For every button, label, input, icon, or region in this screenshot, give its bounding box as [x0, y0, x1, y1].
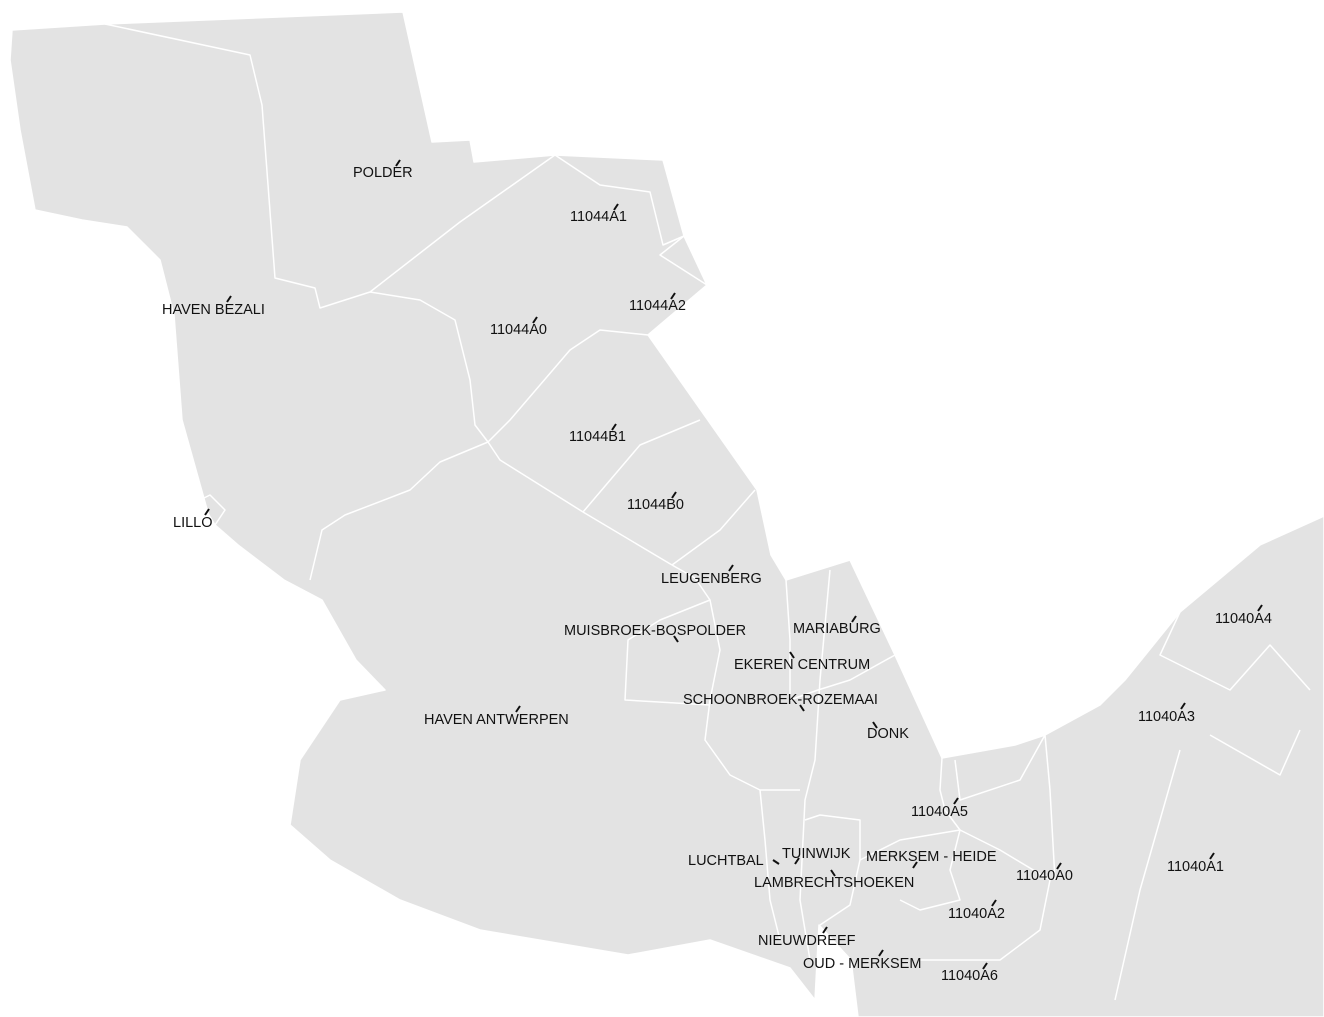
svg-text:NIEUWDREEF: NIEUWDREEF: [758, 933, 856, 949]
svg-text:11044B1: 11044B1: [569, 429, 626, 445]
district-label[interactable]: MUISBROEK-BOSPOLDER: [564, 623, 746, 643]
svg-text:LEUGENBERG: LEUGENBERG: [661, 571, 762, 587]
district-label[interactable]: TUINWIJK: [782, 846, 851, 865]
district-label[interactable]: 11040A2: [948, 899, 1005, 922]
svg-text:11044A0: 11044A0: [490, 322, 547, 338]
district-label[interactable]: 11040A4: [1215, 604, 1272, 627]
district-label[interactable]: LEUGENBERG: [661, 564, 762, 587]
svg-text:11044A1: 11044A1: [570, 209, 627, 225]
svg-text:EKEREN CENTRUM: EKEREN CENTRUM: [734, 657, 870, 673]
svg-text:11040A0: 11040A0: [1016, 868, 1073, 884]
district-label[interactable]: 11040A6: [941, 962, 998, 984]
svg-text:HAVEN BEZALI: HAVEN BEZALI: [162, 302, 265, 318]
svg-text:HAVEN ANTWERPEN: HAVEN ANTWERPEN: [424, 712, 569, 728]
svg-text:11040A3: 11040A3: [1138, 709, 1195, 725]
district-label[interactable]: HAVEN BEZALI: [162, 295, 265, 318]
svg-text:TUINWIJK: TUINWIJK: [782, 846, 851, 862]
district-label[interactable]: 11040A5: [911, 797, 968, 820]
district-label[interactable]: 11040A3: [1138, 702, 1195, 725]
svg-text:MARIABURG: MARIABURG: [793, 621, 881, 637]
svg-text:MERKSEM - HEIDE: MERKSEM - HEIDE: [866, 849, 997, 865]
svg-text:11040A4: 11040A4: [1215, 611, 1272, 627]
district-labels: POLDER HAVEN BEZALI 11044A1 11044A2 1104…: [162, 159, 1272, 984]
svg-text:11044A2: 11044A2: [629, 298, 686, 314]
district-label[interactable]: LILLO: [173, 508, 213, 531]
district-label[interactable]: DONK: [867, 721, 909, 742]
svg-text:11044B0: 11044B0: [627, 497, 684, 513]
svg-text:11040A1: 11040A1: [1167, 859, 1224, 875]
district-borders: [104, 23, 1311, 1001]
svg-text:11040A6: 11040A6: [941, 968, 998, 984]
district-label[interactable]: 11044A0: [490, 316, 547, 338]
district-label[interactable]: LUCHTBAL: [688, 853, 780, 869]
svg-text:POLDER: POLDER: [353, 165, 413, 181]
district-label[interactable]: 11044A1: [570, 203, 627, 225]
district-label[interactable]: EKEREN CENTRUM: [734, 651, 870, 673]
district-label[interactable]: MERKSEM - HEIDE: [866, 849, 997, 869]
district-label[interactable]: 11044B1: [569, 423, 626, 445]
district-label[interactable]: MARIABURG: [793, 615, 881, 637]
svg-text:DONK: DONK: [867, 726, 909, 742]
svg-text:LILLO: LILLO: [173, 515, 213, 531]
svg-text:OUD - MERKSEM: OUD - MERKSEM: [803, 956, 921, 972]
district-label[interactable]: HAVEN ANTWERPEN: [424, 705, 569, 728]
svg-text:LAMBRECHTSHOEKEN: LAMBRECHTSHOEKEN: [754, 875, 914, 891]
svg-text:SCHOONBROEK-ROZEMAAI: SCHOONBROEK-ROZEMAAI: [683, 692, 878, 708]
svg-text:LUCHTBAL: LUCHTBAL: [688, 853, 764, 869]
district-label[interactable]: OUD - MERKSEM: [803, 949, 921, 972]
district-label[interactable]: 11044A2: [629, 292, 686, 314]
svg-text:11040A2: 11040A2: [948, 906, 1005, 922]
district-label[interactable]: 11040A0: [1016, 862, 1073, 884]
district-label[interactable]: LAMBRECHTSHOEKEN: [754, 869, 914, 891]
svg-text:MUISBROEK-BOSPOLDER: MUISBROEK-BOSPOLDER: [564, 623, 746, 639]
svg-text:11040A5: 11040A5: [911, 804, 968, 820]
district-label[interactable]: 11040A1: [1167, 852, 1224, 875]
district-label[interactable]: SCHOONBROEK-ROZEMAAI: [683, 692, 878, 712]
district-label[interactable]: NIEUWDREEF: [758, 926, 856, 949]
land-mass-north: [9, 11, 1324, 1017]
district-label[interactable]: POLDER: [353, 159, 413, 181]
district-label[interactable]: 11044B0: [627, 491, 684, 513]
